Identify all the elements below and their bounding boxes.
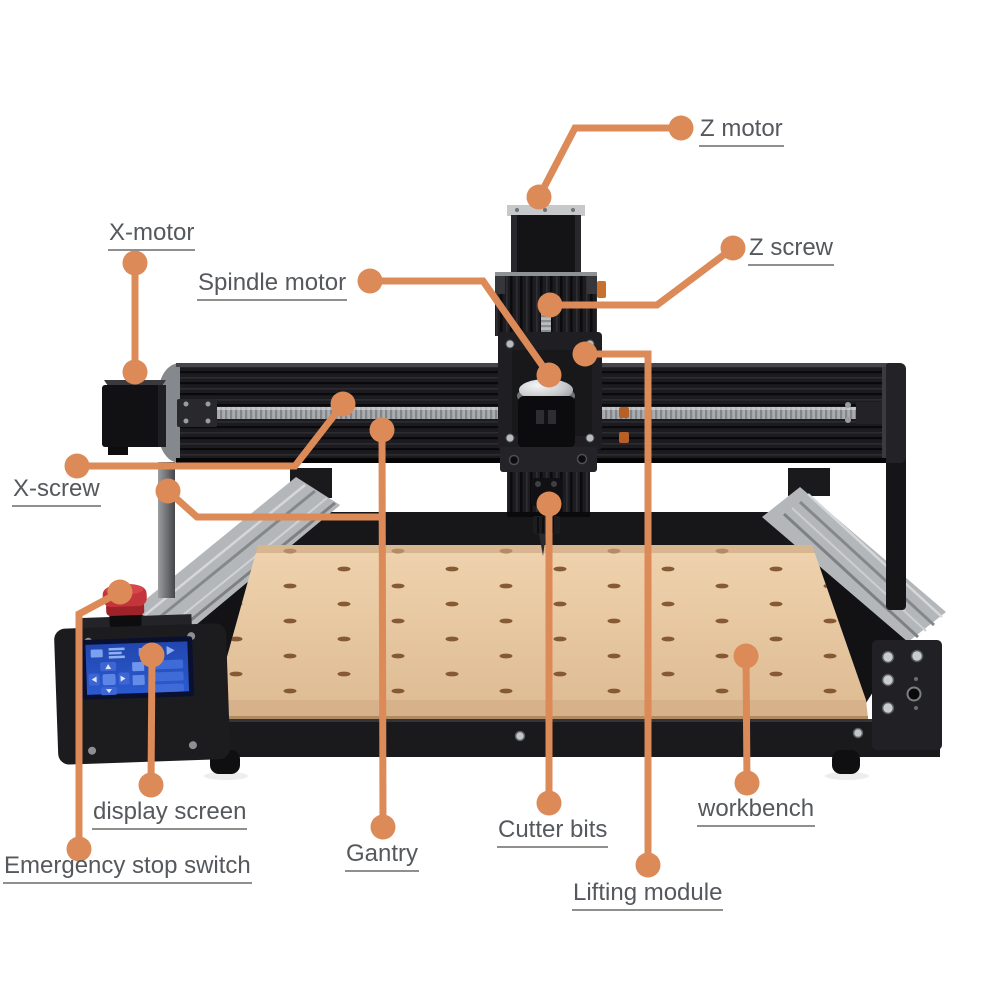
leader-spindle-motor — [357, 268, 562, 388]
lifting-module-pointer-dot — [572, 341, 598, 367]
gantry-pointer-dot — [155, 478, 181, 504]
orange-thumb-screw — [619, 432, 629, 443]
x-screw-pointer-dot — [330, 391, 356, 417]
arrow-left-icon — [91, 676, 97, 683]
emergency-stop-pointer-dot — [107, 579, 133, 605]
leader-lifting-module — [572, 341, 661, 878]
lead-screw-bearing-block — [177, 399, 217, 427]
x-motor-label-dot — [122, 250, 148, 276]
leader-lines — [64, 115, 760, 878]
z-motor-label-dot — [668, 115, 694, 141]
z-motor — [511, 215, 581, 277]
screen-icon — [132, 674, 145, 686]
right-side-panel — [768, 515, 906, 703]
leader-workbench — [733, 643, 760, 796]
label-lifting-module: Lifting module — [572, 880, 724, 912]
x-motor-pointer-dot — [122, 359, 148, 385]
leader-display-screen — [138, 642, 165, 798]
screen-status-lines — [108, 647, 125, 659]
emergency-stop-label-dot — [66, 836, 92, 862]
workbench-front-edge — [213, 700, 868, 718]
display-screen-pointer-dot — [139, 642, 165, 668]
label-z-motor: Z motor — [699, 116, 784, 148]
label-spindle-motor: Spindle motor — [197, 270, 348, 302]
leader-z-motor — [526, 115, 694, 210]
arrow-right-icon — [120, 675, 126, 682]
beam-right-cap — [882, 363, 906, 463]
label-workbench: workbench — [697, 796, 816, 828]
arrow-down-icon — [105, 688, 112, 694]
display-screen — [80, 636, 195, 700]
screen-back-icon — [90, 649, 103, 658]
power-jack — [906, 686, 922, 702]
workbench-pointer-dot — [733, 643, 759, 669]
cutter-bits-pointer-dot — [536, 491, 562, 517]
label-x-motor: X-motor — [108, 220, 196, 252]
z-screw-label-dot — [720, 235, 746, 261]
x-motor — [102, 380, 166, 455]
front-rail — [194, 719, 940, 757]
display-screen-label-dot — [138, 772, 164, 798]
leader-x-screw — [64, 391, 356, 479]
spindle-motor-pointer-dot — [536, 362, 562, 388]
label-x-screw: X-screw — [12, 476, 101, 508]
leader-z-screw — [537, 235, 746, 318]
machine-foot — [832, 750, 860, 774]
gantry-label-dot — [370, 814, 396, 840]
leader-cutter-bits — [536, 491, 562, 816]
spindle-clamp — [500, 447, 597, 472]
leader-x-motor — [122, 250, 148, 385]
spindle-motor-label-dot — [357, 268, 383, 294]
x-screw-label-dot — [64, 453, 90, 479]
orange-lever — [597, 281, 606, 298]
orange-thumb-screw — [619, 407, 629, 418]
gantry-pointer-dot — [369, 417, 395, 443]
indicator-dot — [914, 706, 918, 710]
lead-screw-end-block — [856, 402, 882, 424]
z-lead-screw — [541, 298, 551, 338]
label-cutter-bits: Cutter bits — [497, 817, 609, 849]
screen-dpad — [88, 661, 130, 696]
z-motor-pointer-dot — [526, 184, 552, 210]
screen-icon — [132, 661, 145, 672]
leader-gantry — [155, 417, 396, 840]
label-display-screen: display screen — [92, 799, 248, 831]
workbench-slot-holes — [215, 545, 866, 700]
workbench-label-dot — [734, 770, 760, 796]
arrow-up-icon — [105, 664, 112, 670]
screen-play-icon — [166, 646, 175, 656]
z-screw-pointer-dot — [537, 292, 563, 318]
leader-emergency-stop — [66, 579, 133, 862]
label-emergency-stop-switch: Emergency stop switch — [3, 853, 252, 885]
label-z-screw: Z screw — [748, 235, 834, 267]
indicator-dot — [914, 677, 918, 681]
workbench-surface — [213, 545, 868, 721]
spindle-motor — [517, 379, 575, 448]
cutter-bits-label-dot — [536, 790, 562, 816]
label-gantry: Gantry — [345, 841, 420, 873]
right-corner-plate — [872, 640, 942, 750]
lifting-module-label-dot — [635, 852, 661, 878]
screen-home-button — [102, 673, 116, 686]
